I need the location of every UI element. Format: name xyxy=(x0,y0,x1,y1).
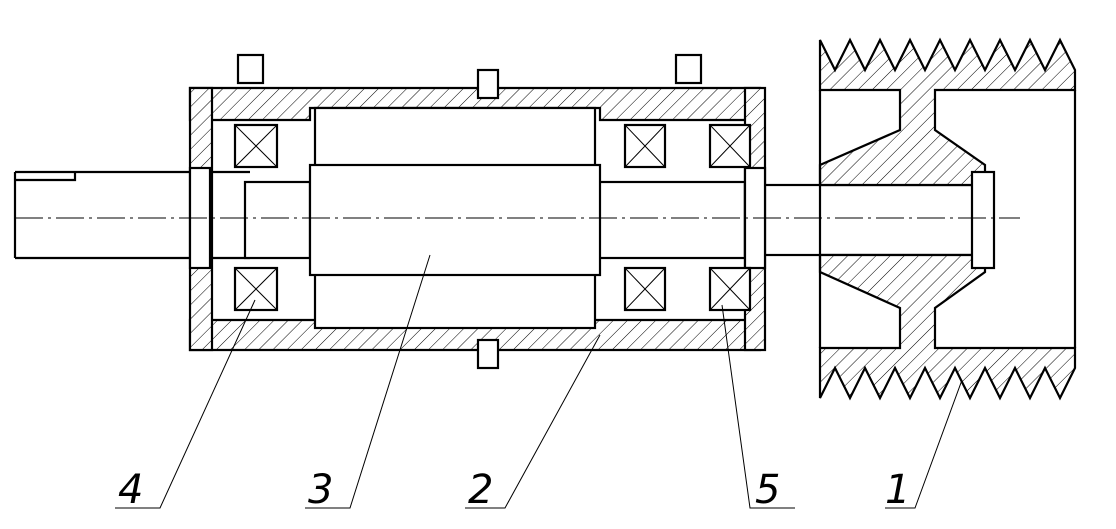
leader-4 xyxy=(115,299,256,509)
bearing-left-bottom xyxy=(233,266,279,312)
shaft xyxy=(13,170,987,260)
bearings xyxy=(233,123,752,312)
bearing-left-top xyxy=(233,123,279,169)
callouts: 4 3 2 5 1 xyxy=(115,254,963,513)
leader-5 xyxy=(721,304,795,509)
callout-5: 5 xyxy=(755,467,780,513)
callout-4: 4 xyxy=(118,467,143,513)
pulley xyxy=(818,37,1077,401)
bearing-right-1-top xyxy=(623,123,667,169)
bearing-right-2-bottom xyxy=(708,266,752,312)
leader-3 xyxy=(305,254,431,509)
bolts xyxy=(236,53,703,370)
callout-1: 1 xyxy=(885,467,910,513)
callout-2: 2 xyxy=(468,467,493,513)
callout-3: 3 xyxy=(308,467,333,513)
bearing-right-1-bottom xyxy=(623,266,667,312)
leader-2 xyxy=(465,334,601,509)
leader-1 xyxy=(885,379,963,509)
bearing-right-2-top xyxy=(708,123,752,169)
